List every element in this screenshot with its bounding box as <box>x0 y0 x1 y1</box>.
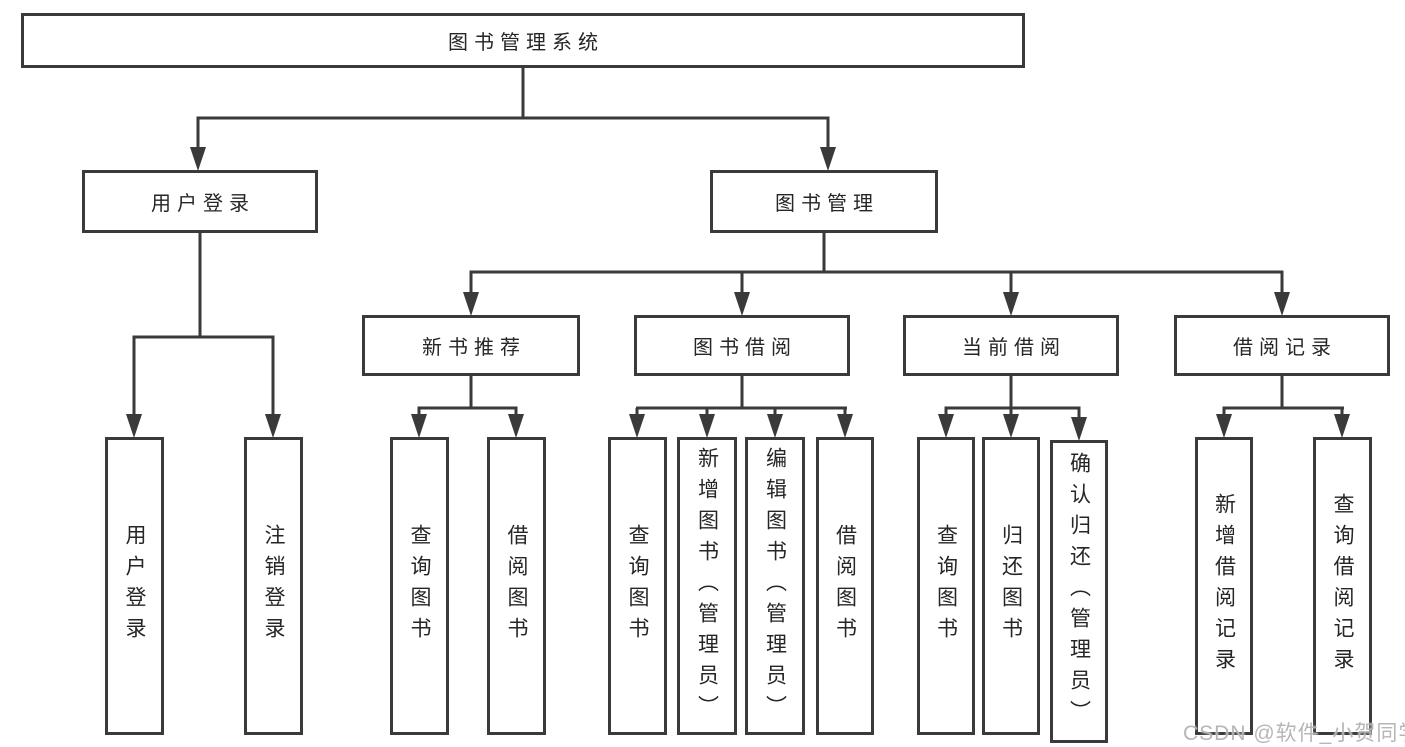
node-label: 用户登录 <box>151 193 255 215</box>
node-label: 图书管理系统 <box>448 32 604 54</box>
connector-current-borrow-to-leaves <box>938 374 1087 441</box>
arrowhead <box>767 414 783 438</box>
arrowhead <box>837 414 853 438</box>
connector-new-book-rec-to-leaves <box>411 374 524 438</box>
node-book-management: 图书管理 <box>710 170 938 233</box>
leaf-edit-books-admin: 编辑图书（管理员） <box>745 437 805 735</box>
arrowhead <box>629 414 645 438</box>
arrowhead <box>820 147 836 171</box>
arrowhead <box>1003 414 1019 438</box>
node-label: 新增借阅记录 <box>1212 493 1236 679</box>
node-label: 查询图书 <box>626 524 650 648</box>
node-label: 新书推荐 <box>422 337 526 359</box>
leaf-return-books: 归还图书 <box>982 437 1040 735</box>
node-label: 新增图书（管理员） <box>695 446 719 726</box>
arrowhead <box>1003 292 1019 316</box>
node-label: 确认归还（管理员） <box>1067 452 1091 731</box>
arrowhead <box>699 414 715 438</box>
connector-root-to-level2 <box>190 66 836 171</box>
leaf-query-books-2: 查询图书 <box>608 437 667 735</box>
arrowhead <box>463 292 479 316</box>
leaf-borrow-books-1: 借阅图书 <box>487 437 546 735</box>
node-book-borrowing: 图书借阅 <box>634 315 850 376</box>
arrowhead <box>411 414 427 438</box>
arrowhead <box>190 147 206 171</box>
leaf-confirm-return-admin: 确认归还（管理员） <box>1050 440 1108 743</box>
arrowhead <box>938 414 954 438</box>
node-label: 图书借阅 <box>693 337 797 359</box>
node-label: 借阅图书 <box>505 524 529 648</box>
leaf-add-borrow-record: 新增借阅记录 <box>1195 437 1253 735</box>
node-current-borrowing: 当前借阅 <box>903 315 1119 376</box>
csdn-watermark: CSDN @软件_小贺同学 <box>1183 722 1405 745</box>
leaf-user-login: 用户登录 <box>105 437 164 735</box>
arrowhead <box>508 414 524 438</box>
node-new-book-recommend: 新书推荐 <box>362 315 580 376</box>
node-label: 借阅记录 <box>1233 337 1337 359</box>
node-label: 查询图书 <box>934 524 958 648</box>
leaf-query-books-1: 查询图书 <box>390 437 449 735</box>
node-label: 注销登录 <box>262 524 286 648</box>
arrowhead <box>1216 414 1232 438</box>
arrowhead <box>265 414 281 438</box>
node-label: 图书管理 <box>775 193 879 215</box>
node-label: 当前借阅 <box>962 337 1066 359</box>
node-borrowing-records: 借阅记录 <box>1174 315 1390 376</box>
node-user-login: 用户登录 <box>82 170 318 233</box>
leaf-logout: 注销登录 <box>244 437 303 735</box>
connector-book-mgmt-to-level3 <box>463 231 1290 316</box>
connector-borrow-records-to-leaves <box>1216 374 1350 438</box>
node-label: 借阅图书 <box>833 524 857 648</box>
leaf-borrow-books-2: 借阅图书 <box>816 437 874 735</box>
node-label: 用户登录 <box>123 524 147 648</box>
node-label: 查询图书 <box>408 524 432 648</box>
arrowhead <box>734 292 750 316</box>
arrowhead <box>1334 414 1350 438</box>
node-label: 查询借阅记录 <box>1331 493 1355 679</box>
arrowhead <box>1274 292 1290 316</box>
node-label: 编辑图书（管理员） <box>763 446 787 726</box>
leaf-add-books-admin: 新增图书（管理员） <box>677 437 737 735</box>
connector-user-login-to-leaves <box>126 231 281 438</box>
leaf-query-books-3: 查询图书 <box>917 437 975 735</box>
node-root-system: 图书管理系统 <box>21 13 1025 68</box>
arrowhead <box>126 414 142 438</box>
arrowhead <box>1071 417 1087 441</box>
leaf-query-borrow-record: 查询借阅记录 <box>1313 437 1372 735</box>
node-label: 归还图书 <box>999 524 1023 648</box>
connector-book-borrow-to-leaves <box>629 374 853 438</box>
